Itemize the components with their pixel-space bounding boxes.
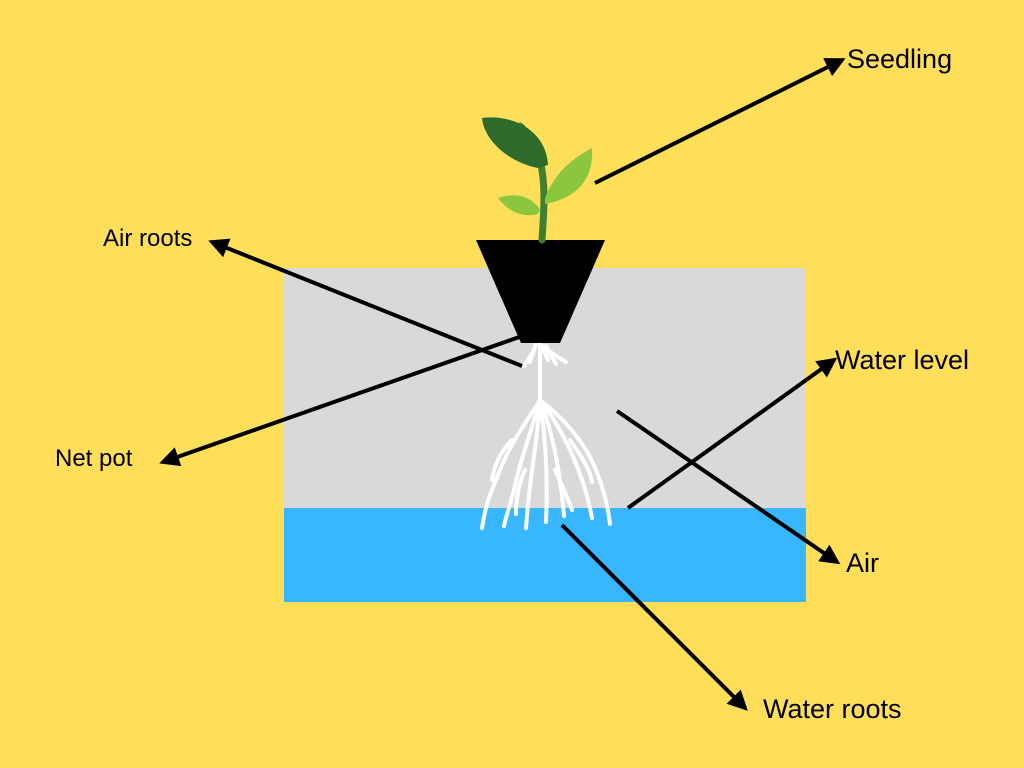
arrows [159, 58, 846, 711]
arrow-air [615, 409, 841, 565]
roots [480, 340, 612, 530]
leaf-large [482, 117, 548, 168]
leaf-small [498, 195, 540, 216]
arrow-water-level [626, 357, 838, 510]
label-net-pot: Net pot [55, 445, 133, 472]
label-water-roots: Water roots [763, 694, 902, 724]
net-pot-shape [476, 240, 605, 343]
label-seedling: Seedling [847, 44, 953, 74]
label-water-level: Water level [835, 345, 970, 375]
arrow-net-pot [159, 333, 526, 467]
arrow-seedling [594, 58, 846, 185]
label-air: Air [846, 548, 879, 578]
arrow-water-roots [560, 523, 748, 711]
leaf-right [545, 148, 593, 204]
seedling-plant [482, 117, 593, 244]
arrow-air-roots [208, 238, 523, 368]
label-air-roots: Air roots [103, 225, 193, 252]
